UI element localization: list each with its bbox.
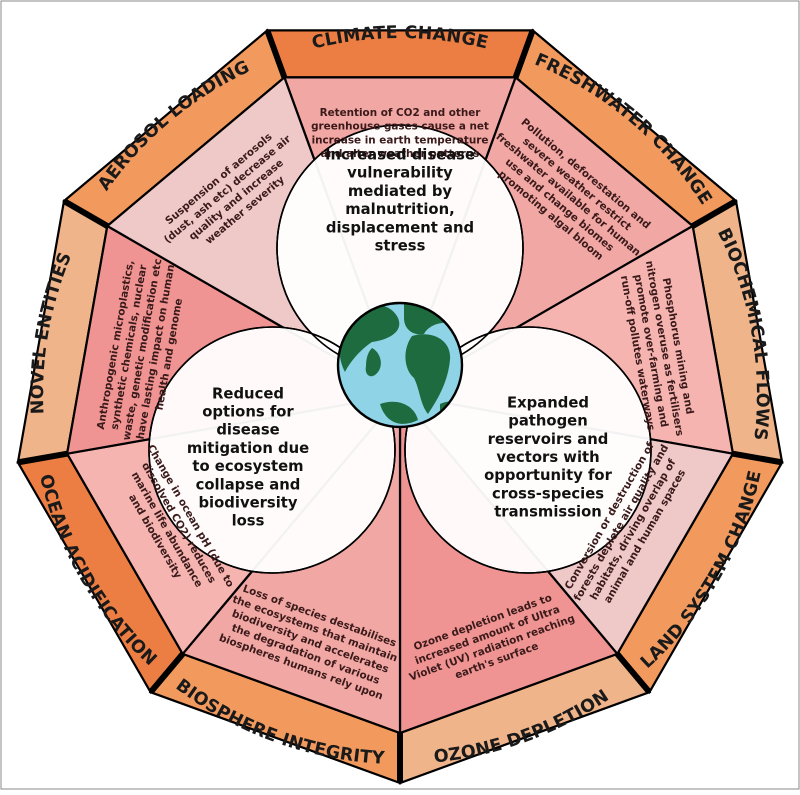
circle-text-line: Increased disease [325, 147, 475, 164]
circle-text-line: pathogen [508, 413, 588, 430]
circle-text-line: disease [216, 422, 279, 439]
circle-text-line: mediated by [348, 183, 453, 200]
circle-text-line: cross-species [492, 485, 604, 502]
sector-description-climate: Retention of CO2 and other greenhouse gas… [311, 107, 489, 160]
circle-text-line: Expanded [507, 394, 589, 411]
circle-text-line: vulnerability [347, 165, 453, 182]
circle-text-line: loss [232, 513, 265, 530]
band-divider [732, 450, 783, 466]
venn-circles-layer [148, 124, 652, 574]
venn-outline-right [404, 326, 652, 574]
band-divider [17, 450, 68, 466]
description-line: and alter weather patterns [321, 148, 480, 160]
band-divider [264, 29, 288, 79]
description-line: increase in earth temperature [312, 134, 489, 146]
description-line: Retention of CO2 and other [320, 107, 482, 119]
band-divider [614, 651, 652, 695]
circle-text-line: transmission [494, 504, 602, 521]
circle-text-line: stress [375, 238, 426, 255]
band-divider [691, 198, 738, 229]
band-divider [62, 198, 109, 229]
circle-text-line: opportunity for [484, 467, 612, 484]
circle-text-line: collapse and [196, 476, 301, 493]
circle-text-line: displacement and [326, 219, 474, 236]
circle-text-line: Reduced [212, 385, 284, 402]
circle-text-line: mitigation due [187, 440, 309, 457]
band-divider [512, 29, 536, 79]
band-divider [148, 651, 186, 695]
venn-outline-left [148, 326, 396, 574]
circle-text-line: to ecosystem [192, 458, 303, 475]
circle-text-line: options for [202, 404, 294, 421]
circle-text-line: malnutrition, [345, 201, 454, 218]
circle-text-line: reservoirs and [488, 431, 609, 448]
circle-text-line: biodiversity [198, 495, 297, 512]
circle-text-line: vectors with [496, 449, 599, 466]
globe-icon [336, 301, 464, 429]
description-line: greenhouse gases cause a net [311, 121, 489, 133]
